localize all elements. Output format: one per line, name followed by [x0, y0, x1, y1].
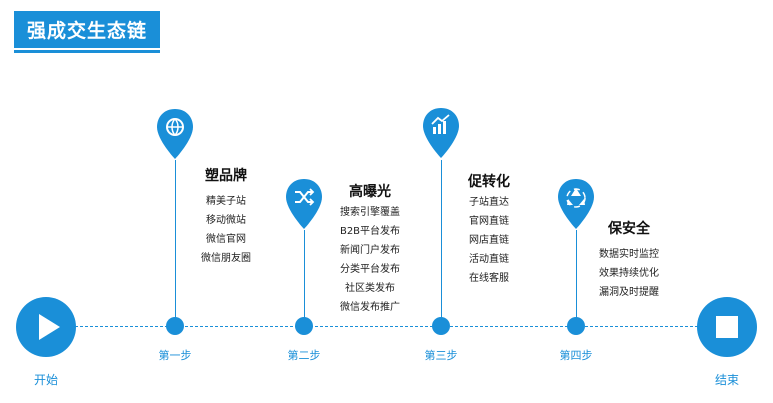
list-item: 网店直链: [469, 235, 509, 246]
step4-label: 第四步: [559, 349, 593, 362]
play-icon: [39, 314, 60, 340]
shuffle-icon: [286, 179, 322, 229]
trend-chart-icon: [423, 108, 459, 158]
step3-title: 促转化: [468, 174, 510, 190]
step1-title: 塑品牌: [205, 168, 247, 184]
list-item: 效果持续优化: [599, 268, 659, 279]
list-item: 微信官网: [206, 234, 246, 245]
list-item: 官网直链: [469, 216, 509, 227]
end-label: 结束: [714, 373, 739, 387]
list-item: 精美子站: [206, 196, 246, 207]
list-item: 子站直达: [469, 197, 509, 208]
list-item: 微信发布推广: [340, 302, 400, 313]
recycle-icon: [558, 179, 594, 229]
list-item: 移动微站: [206, 215, 246, 226]
globe-icon: [157, 109, 193, 159]
timeline-line: [60, 326, 713, 327]
step1-label: 第一步: [158, 349, 192, 362]
step2-connector: [304, 230, 305, 320]
step2-items: 搜索引擎覆盖 B2B平台发布 新闻门户发布 分类平台发布 社区类发布 微信发布推…: [325, 203, 415, 317]
end-button[interactable]: [697, 297, 757, 357]
step3-connector: [441, 160, 442, 320]
list-item: 社区类发布: [345, 283, 395, 294]
list-item: 分类平台发布: [340, 264, 400, 275]
step3-dot[interactable]: [432, 317, 450, 335]
step4-items: 数据实时监控 效果持续优化 漏洞及时提醒: [584, 245, 674, 302]
stop-icon: [716, 316, 738, 338]
list-item: 数据实时监控: [599, 249, 659, 260]
start-label: 开始: [33, 373, 58, 387]
step2-label: 第二步: [287, 349, 321, 362]
list-item: 活动直链: [469, 254, 509, 265]
step1-connector: [175, 160, 176, 320]
list-item: 微信朋友圈: [201, 253, 251, 264]
step2-dot[interactable]: [295, 317, 313, 335]
start-button[interactable]: [16, 297, 76, 357]
title-underline: [14, 50, 160, 53]
list-item: 漏洞及时提醒: [599, 287, 659, 298]
step4-connector: [576, 230, 577, 320]
step4-dot[interactable]: [567, 317, 585, 335]
list-item: B2B平台发布: [339, 226, 401, 237]
step3-label: 第三步: [424, 349, 458, 362]
page-title: 强成交生态链: [14, 11, 160, 48]
step2-title: 高曝光: [349, 184, 391, 200]
step3-items: 子站直达 官网直链 网店直链 活动直链 在线客服: [444, 193, 534, 288]
step4-title: 保安全: [608, 221, 650, 237]
step1-dot[interactable]: [166, 317, 184, 335]
list-item: 搜索引擎覆盖: [340, 207, 400, 218]
step1-items: 精美子站 移动微站 微信官网 微信朋友圈: [181, 192, 271, 268]
list-item: 新闻门户发布: [340, 245, 400, 256]
list-item: 在线客服: [469, 273, 509, 284]
